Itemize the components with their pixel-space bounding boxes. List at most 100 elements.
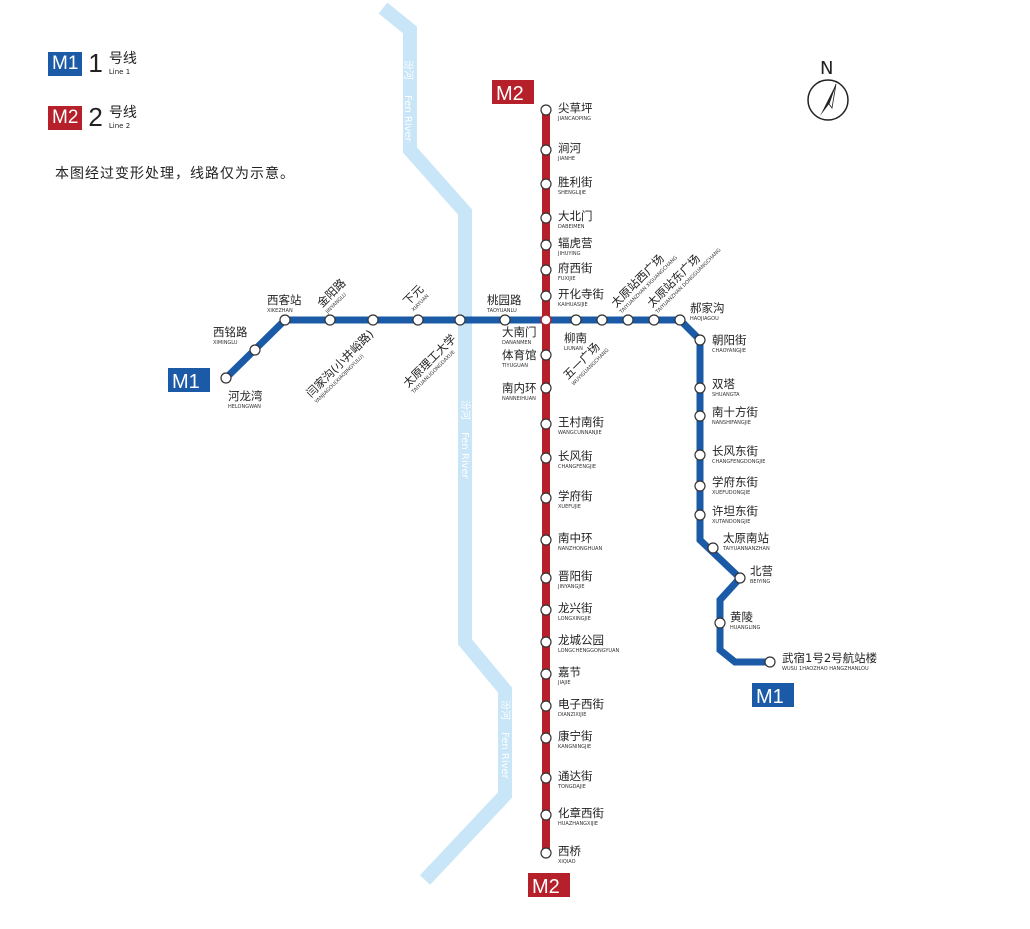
station-pinyin: TONGDAJIE [557,784,586,790]
station-marker[interactable] [540,264,552,276]
station-marker[interactable] [540,732,552,744]
station-marker[interactable] [540,847,552,859]
station-marker[interactable] [648,314,660,326]
station-name: 康宁街 [558,729,593,743]
station-marker[interactable] [714,617,726,629]
station-name: 胜利街 [558,175,593,189]
station-marker[interactable] [540,492,552,504]
station-name: 南中环 [558,531,593,545]
station-pinyin: TAIYUANNANZHAN [722,546,770,552]
station-marker[interactable] [540,700,552,712]
station-marker[interactable] [694,449,706,461]
station-marker[interactable] [454,314,466,326]
station-marker[interactable] [412,314,424,326]
station-marker[interactable] [694,509,706,521]
station-name: 西桥 [558,844,581,858]
station-marker[interactable] [540,534,552,546]
station-marker[interactable] [540,290,552,302]
station-marker[interactable] [622,314,634,326]
station-marker[interactable] [540,239,552,251]
interchange-marker[interactable] [540,314,552,326]
station-marker[interactable] [540,382,552,394]
station-marker[interactable] [540,809,552,821]
station-name: 黄陵 [730,610,753,624]
station-marker[interactable] [499,314,511,326]
station-marker[interactable] [694,410,706,422]
station-marker[interactable] [249,344,261,356]
station-marker[interactable] [570,314,582,326]
station-name: 龙城公园 [558,633,604,647]
station-marker[interactable] [540,349,552,361]
station-marker[interactable] [694,382,706,394]
station-marker[interactable] [279,314,291,326]
station-pinyin: DABEIMEN [558,224,585,230]
station-yanjiagou-xiaojingyulu-[interactable]: 闫家沟(小井峪路)YANJIAGOU(XIAOJINGYULU) [303,314,382,406]
station-marker[interactable] [734,572,746,584]
station-marker[interactable] [540,572,552,584]
line-cn: 号线 [108,105,137,121]
station-marker[interactable] [540,178,552,190]
station-marker[interactable] [367,314,379,326]
station-marker[interactable] [540,104,552,116]
station-marker[interactable] [540,144,552,156]
station-marker[interactable] [596,314,608,326]
station-marker[interactable] [324,314,336,326]
station-marker[interactable] [540,212,552,224]
station-marker[interactable] [540,452,552,464]
station-marker[interactable] [674,314,686,326]
station-marker[interactable] [540,604,552,616]
station-marker[interactable] [694,334,706,346]
line2-badge: M2 [48,106,83,130]
station-marker[interactable] [540,418,552,430]
station-marker[interactable] [220,372,232,384]
station-marker[interactable] [540,668,552,680]
station-marker[interactable] [764,656,776,668]
station-marker[interactable] [540,772,552,784]
station-marker[interactable] [694,480,706,492]
station-marker[interactable] [707,542,719,554]
station-pinyin: NANSHIFANGJIE [712,420,751,426]
station-pinyin: JIAJIE [557,680,570,686]
station-marker[interactable] [540,636,552,648]
